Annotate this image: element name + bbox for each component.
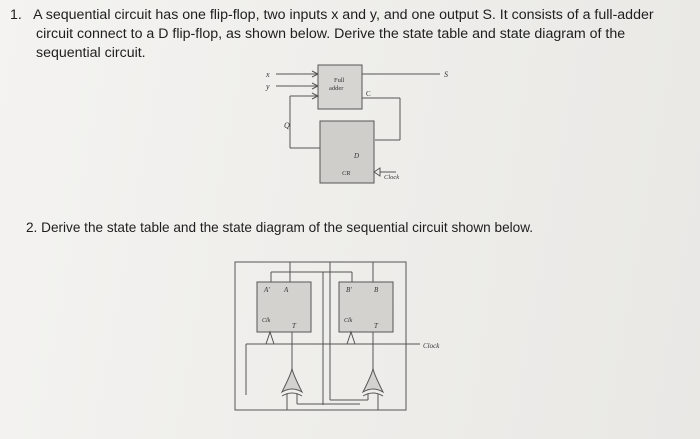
question-1-line-2: circuit connect to a D flip-flop, as sho… [36,26,626,42]
label-a-t: T [292,322,297,330]
feedback-arrow [311,92,320,100]
label-s: S [444,70,448,79]
question-2-number: 2. [26,220,38,235]
outer-frame [234,261,407,411]
label-clock: Clock [384,174,399,181]
label-b-prime: B' [346,286,352,294]
clk-b-triangle [346,330,356,345]
label-adder: adder [329,85,344,92]
xor-gate-b [361,367,385,394]
q2-circuit [234,261,420,411]
d-flip-flop-box [319,120,375,184]
label-clk: CR [342,170,350,177]
q1-circuit [276,64,440,184]
label-q: Q [284,121,290,130]
label-a-prime: A' [263,286,270,294]
question-1-line-3: sequential circuit. [36,45,146,61]
label-d: D [353,152,359,160]
label-x: x [265,70,270,79]
xor-gate-b-arc [362,392,384,397]
question-1-line-1: A sequential circuit has one flip-flop, … [33,7,654,23]
flip-flop-b-box [338,281,394,333]
q2-labels: A' A Clk T B' B Clk T Clock [262,286,440,350]
q1-labels: x y Full adder C S Q D CR Clock [265,70,448,181]
label-a: A [283,286,289,294]
xor-gate-a [280,367,304,394]
question-2-text: 2. Derive the state table and the state … [26,219,666,237]
label-q2-clock: Clock [423,342,440,350]
question-1-number: 1. [10,7,22,23]
question-1-text: 1. A sequential circuit has one flip-flo… [10,6,680,63]
label-b-t: T [374,322,379,330]
label-carry: C [366,90,371,98]
clock-triangle [373,167,381,177]
label-b-clk: Clk [344,318,353,324]
label-full: Full [334,77,345,84]
label-y: y [265,82,270,91]
question-2-body: Derive the state table and the state dia… [41,220,534,235]
flip-flop-a-box [256,281,312,333]
full-adder-box [317,64,363,110]
xor-gate-a-arc [281,392,303,397]
clk-a-triangle [265,330,275,345]
label-a-clk: Clk [262,318,271,324]
label-b: B [374,286,379,294]
